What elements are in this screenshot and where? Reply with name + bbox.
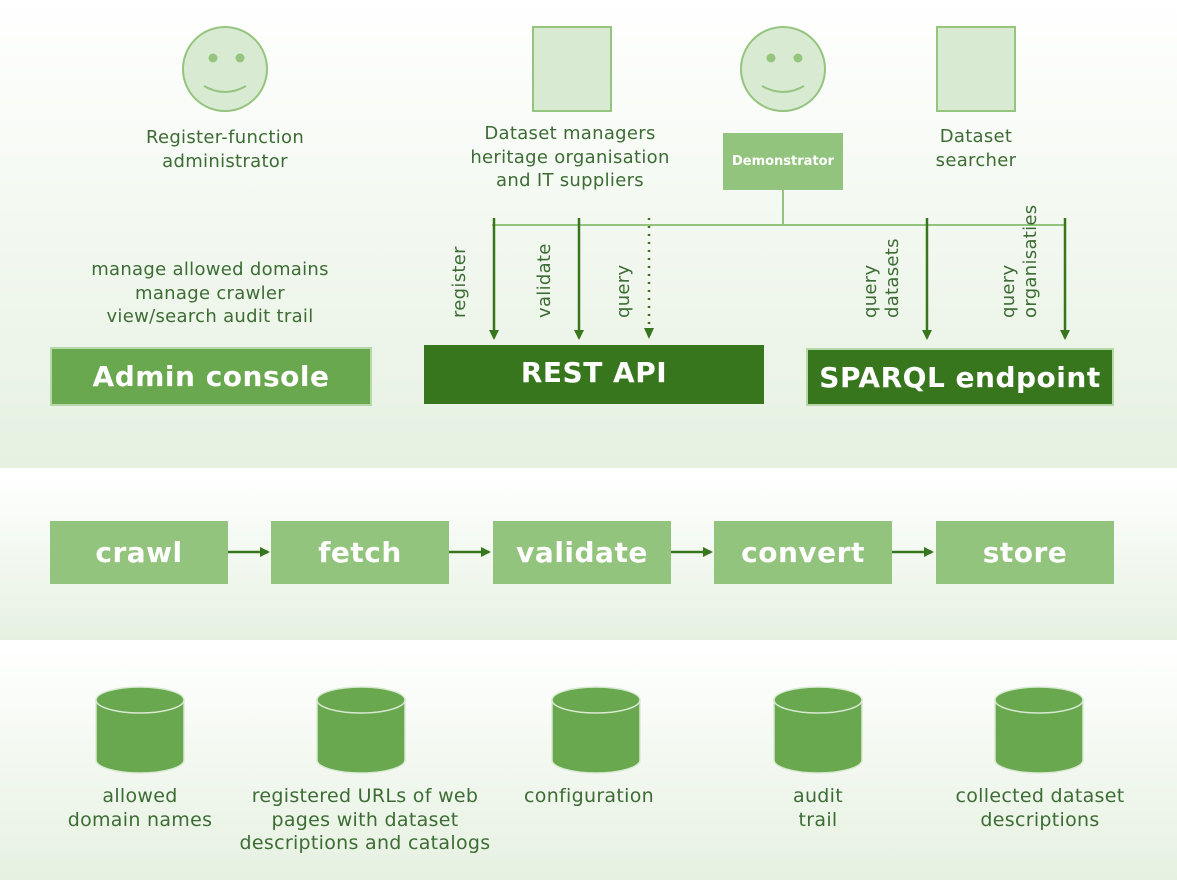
database-icon [95, 686, 185, 774]
rest-api: REST API [424, 345, 764, 404]
stage-fetch: fetch [271, 521, 449, 584]
dataset-searcher-label: Dataset searcher [935, 126, 1017, 171]
store-label-configuration: configuration [524, 785, 654, 807]
dataset-managers-label: Dataset managers heritage organisation a… [470, 123, 670, 191]
store-label-audit-trail: audit trail [793, 785, 843, 831]
stage-validate: validate [493, 521, 671, 584]
stage-convert: convert [714, 521, 892, 584]
database-icon [994, 686, 1084, 774]
query-dotted-arrowhead [644, 328, 654, 339]
demonstrator-box: Demonstrator [723, 133, 843, 190]
register-admin-label: Register-function administrator [145, 127, 305, 172]
validate-label: validate [534, 243, 555, 318]
store-label-collected-descriptions: collected dataset descriptions [955, 785, 1125, 831]
database-icon [316, 686, 406, 774]
register-label: register [449, 246, 470, 318]
store-label-registered-urls: registered URLs of web pages with datase… [239, 785, 491, 854]
database-icon [551, 686, 641, 774]
document-icon [532, 26, 612, 112]
sparql-endpoint: SPARQL endpoint [806, 348, 1114, 406]
admin-console: Admin console [50, 347, 372, 406]
query-organisaties-label: query organisaties [998, 204, 1041, 318]
stage-crawl: crawl [50, 521, 228, 584]
stage-store: store [936, 521, 1114, 584]
smiley-face-icon [182, 26, 268, 112]
admin-tasks: manage allowed domains manage crawler vi… [91, 259, 329, 327]
database-icon [773, 686, 863, 774]
query-label: query [613, 264, 634, 318]
store-label-allowed-domains: allowed domain names [67, 785, 213, 831]
document-icon [936, 26, 1016, 112]
query-datasets-label: query datasets [860, 238, 903, 318]
smiley-face-icon [740, 26, 826, 112]
